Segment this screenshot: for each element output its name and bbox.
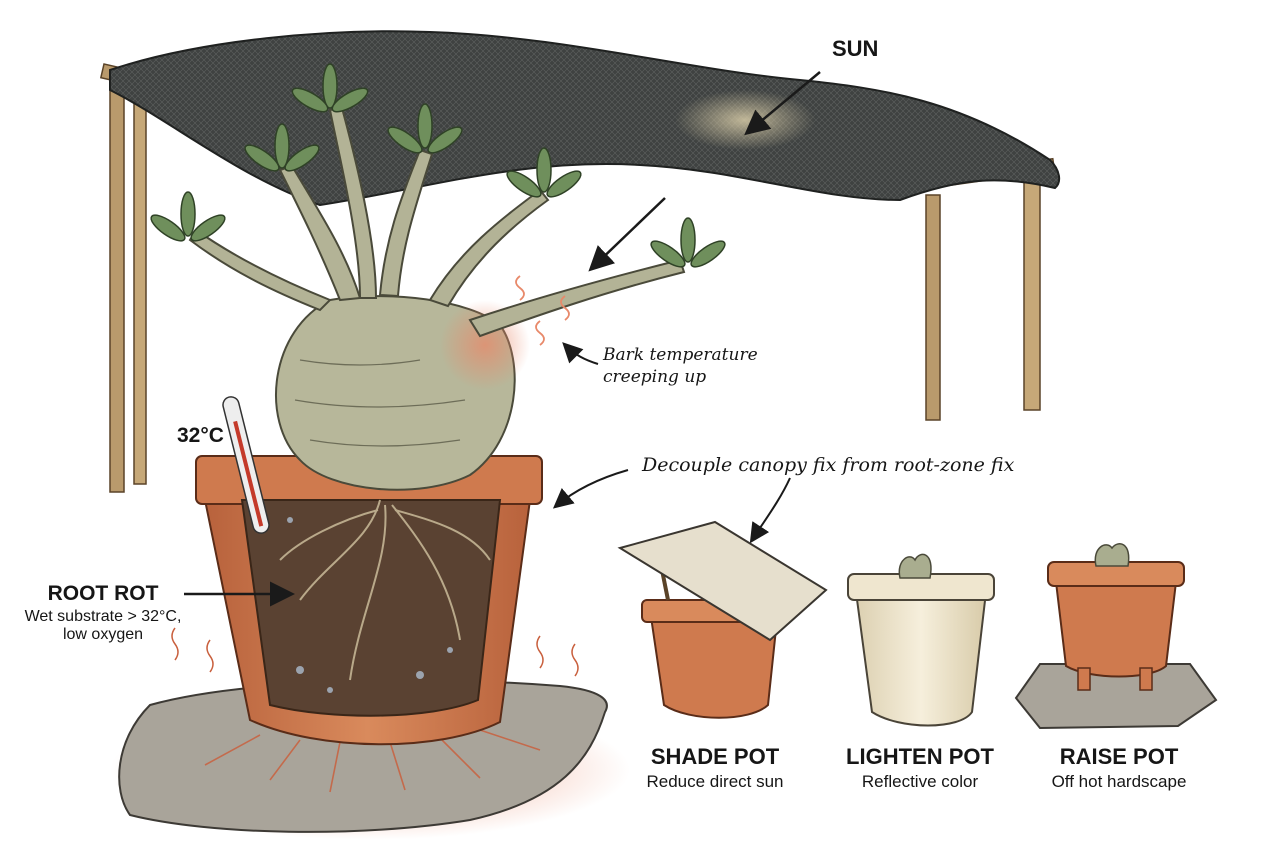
lighten-pot-art	[847, 553, 995, 727]
fix-raise-pot-subtitle: Off hot hardscape	[1051, 772, 1187, 791]
thermometer-reading: 32°C	[177, 424, 224, 447]
root-rot-line-2: low oxygen	[62, 626, 144, 643]
raise-pot-art	[1014, 543, 1218, 730]
decouple-note: Decouple canopy fix from root-zone fix	[642, 454, 1015, 476]
fix-lighten-pot-subtitle: Reflective color	[861, 772, 979, 791]
shade-cloth	[109, 30, 1061, 207]
shade-pot-art	[617, 520, 828, 719]
leaf-rosettes	[150, 63, 726, 268]
fix-raise-pot: RAISE POT Off hot hardscape	[1034, 744, 1204, 792]
caudex-trunk	[188, 106, 686, 491]
fix-raise-pot-title: RAISE POT	[1059, 744, 1179, 769]
root-rot-title: ROOT ROT	[47, 582, 159, 605]
thermometer	[222, 396, 270, 534]
fix-shade-pot-subtitle: Reduce direct sun	[646, 772, 784, 791]
fix-shade-pot-title: SHADE POT	[650, 744, 780, 769]
root-rot-callout: ROOT ROT Wet substrate > 32°C, low oxyge…	[22, 582, 184, 644]
sun-label: SUN	[832, 36, 879, 61]
bark-note-line-2: creeping up	[603, 367, 707, 387]
fix-lighten-pot-title: LIGHTEN POT	[846, 744, 994, 769]
root-rot-line-1: Wet substrate > 32°C,	[24, 608, 182, 625]
fix-lighten-pot: LIGHTEN POT Reflective color	[832, 744, 1008, 792]
bark-temperature-note: Bark temperature creeping up	[603, 344, 758, 388]
bark-note-line-1: Bark temperature	[603, 345, 758, 365]
large-terracotta-pot	[195, 455, 543, 746]
fix-shade-pot: SHADE POT Reduce direct sun	[630, 744, 800, 792]
